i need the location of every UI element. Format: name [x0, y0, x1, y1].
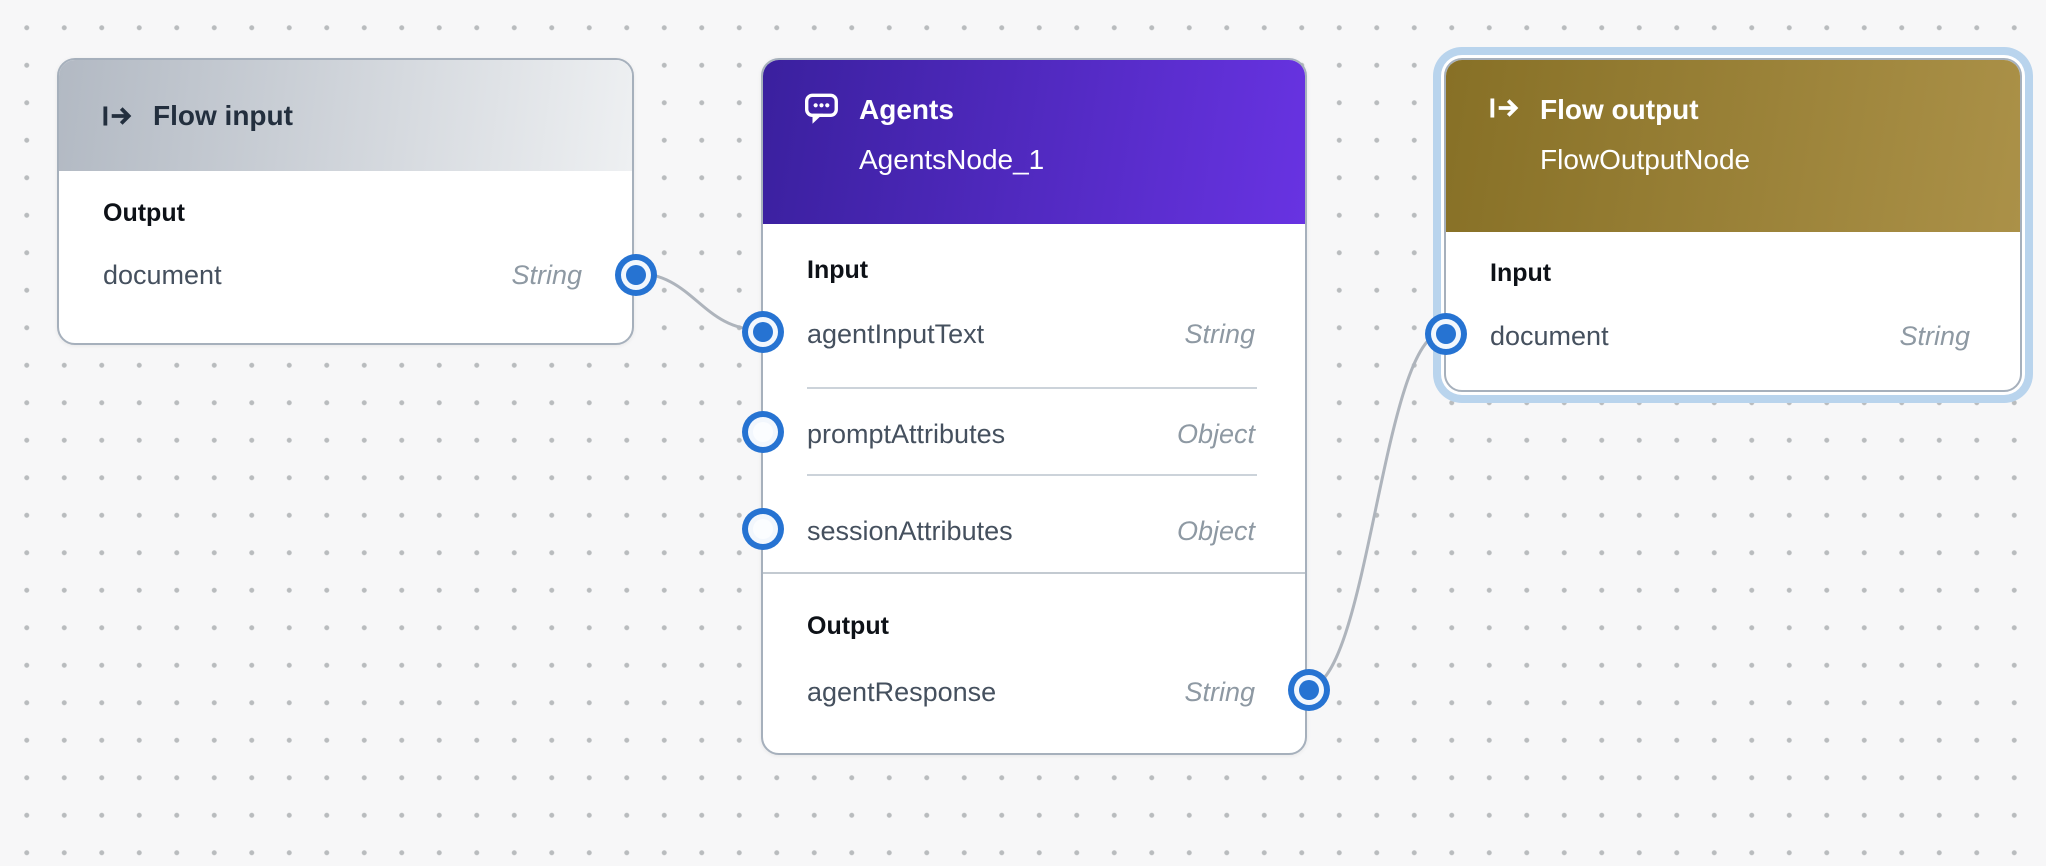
- param-type: String: [1184, 318, 1255, 349]
- chat-bubble-icon: [803, 90, 841, 128]
- section-label-output: Output: [103, 199, 185, 227]
- param-row-agentinputtext: agentInputText String: [807, 314, 1255, 354]
- node-subtitle: AgentsNode_1: [859, 144, 1045, 175]
- port-agents-agentinputtext-input[interactable]: [753, 322, 773, 342]
- param-name: sessionAttributes: [807, 515, 1013, 546]
- connection-flowinput-document-to-agents-agentinputtext[interactable]: [633, 271, 762, 332]
- param-name: document: [1490, 320, 1609, 351]
- param-row-document: document String: [103, 255, 582, 295]
- flow-input-icon: [99, 98, 135, 134]
- param-type: Object: [1176, 515, 1255, 546]
- param-row-document: document String: [1490, 316, 1970, 356]
- node-title: Flow output: [1540, 94, 1699, 125]
- node-subtitle: FlowOutputNode: [1540, 144, 1751, 175]
- param-name: agentInputText: [807, 318, 985, 349]
- node-title: Flow input: [153, 99, 293, 131]
- port-agents-promptattributes-input[interactable]: [753, 422, 773, 442]
- port-agents-sessionattributes-input[interactable]: [753, 519, 773, 539]
- node-flow-input[interactable]: Flow input Output document String: [57, 58, 646, 345]
- param-type: String: [1184, 676, 1255, 707]
- param-type: Object: [1176, 418, 1255, 449]
- node-agents[interactable]: Agents AgentsNode_1 Input agentInputText…: [753, 58, 1319, 755]
- port-flow-output-document-input[interactable]: [1436, 324, 1456, 344]
- section-label-input: Input: [807, 256, 869, 284]
- param-name: promptAttributes: [807, 418, 1006, 449]
- param-type: String: [511, 259, 582, 290]
- section-divider: [763, 572, 1305, 574]
- connection-agents-agentresponse-to-flowoutput-document[interactable]: [1306, 330, 1445, 690]
- section-label-output: Output: [807, 612, 889, 640]
- node-title: Agents: [859, 94, 954, 125]
- row-divider: [807, 474, 1257, 476]
- param-row-sessionattributes: sessionAttributes Object: [807, 511, 1255, 551]
- param-row-promptattributes: promptAttributes Object: [807, 414, 1255, 454]
- flow-output-icon: [1486, 90, 1522, 126]
- node-flow-output[interactable]: Flow output FlowOutputNode Input documen…: [1436, 58, 2022, 392]
- param-type: String: [1899, 320, 1970, 351]
- row-divider: [807, 387, 1257, 389]
- param-row-agentresponse: agentResponse String: [807, 672, 1255, 712]
- section-label-input: Input: [1490, 259, 1552, 287]
- port-flow-input-document-output[interactable]: [626, 265, 646, 285]
- param-name: document: [103, 259, 222, 290]
- param-name: agentResponse: [807, 676, 997, 707]
- port-agents-agentresponse-output[interactable]: [1299, 680, 1319, 700]
